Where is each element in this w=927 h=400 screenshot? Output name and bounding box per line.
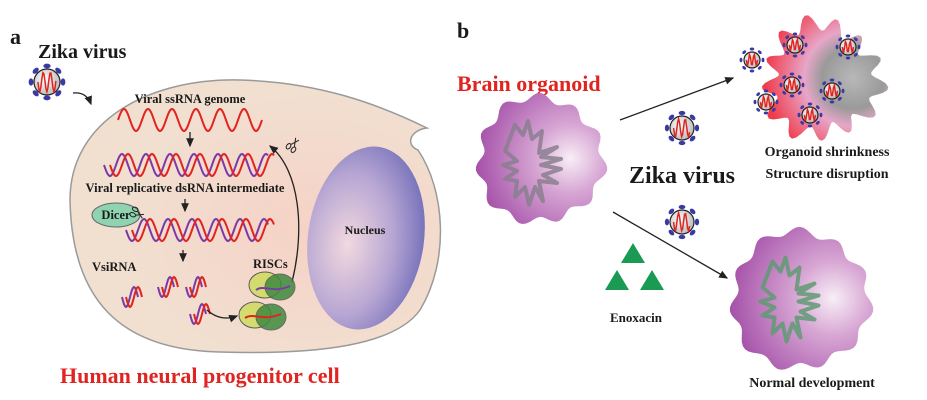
enoxacin-icon [605,243,664,290]
panel-a-virus-label: Zika virus [38,41,127,63]
organoid-folds-treated [758,255,821,344]
panel-b-letter: b [457,18,469,43]
zika-virus-in-organoid-icon [797,102,823,128]
dsrna-strand-purple [103,152,269,178]
zika-virus-in-organoid-icon [739,47,765,73]
treatment-arrow [612,211,729,279]
risc-complex-2 [238,301,287,331]
organoid-folds-initial [501,119,563,207]
zika-virus-in-organoid-icon [782,32,808,58]
outcome-infected-line-2: Structure disruption [765,167,888,182]
vsirna-label: VsiRNA [92,260,136,274]
viruses [28,32,861,240]
ssrna-label: Viral ssRNA genome [135,92,246,106]
vsirna-fragment-purple [121,285,139,309]
zika-virus-treatment-icon [664,204,700,240]
zika-virus-infection-icon [664,110,700,146]
riscs-label: RISCs [253,257,288,271]
drug-label: Enoxacin [610,310,663,325]
diced-strand-red [131,217,275,243]
infection-arrow [619,77,735,121]
risc-cleavage-arrow [268,145,300,283]
dicer-scissors-icon [129,206,144,219]
organoids [475,15,889,370]
cell-label: Human neural progenitor cell [60,363,340,388]
rna-strands [103,107,275,326]
dsrna-label: Viral replicative dsRNA intermediate [86,181,285,195]
diced-strand-purple [125,217,269,243]
nucleus-label: Nucleus [345,223,386,237]
outcome-treated-label: Normal development [749,376,875,391]
vsirna-fragment-red [189,275,207,299]
vsirna-fragment-purple [189,302,207,326]
risc-scissors-icon [285,137,300,153]
ssrna-strand [117,107,263,133]
entry-arrow [72,92,92,106]
vsirna-fragment-purple [185,275,203,299]
zika-virus-in-organoid-icon [835,34,861,60]
panel-a-letter: a [10,24,21,49]
organoid-label: Brain organoid [457,71,601,96]
vsirna-fragment-red [125,285,143,309]
dicer-label: Dicer [101,208,131,222]
brain-organoid-treated [729,226,874,370]
zika-virus-in-organoid-icon [753,89,779,115]
vsirna-fragment-red [193,302,211,326]
dsrna-strand-red [109,152,275,178]
panel-b-virus-label: Zika virus [629,163,735,189]
outcome-infected-line-1: Organoid shrinkness [765,145,890,160]
vsirna-loading-arrow [206,309,239,323]
zika-virus-panel-a-icon [28,63,66,101]
brain-organoid-infected [762,15,889,141]
zika-virus-in-organoid-icon [819,78,845,104]
vsirna-fragment-red [161,275,179,299]
zika-virus-in-organoid-icon [779,72,805,98]
nucleus [307,146,425,330]
risc-complex-1 [248,271,296,301]
vsirna-fragment-purple [157,275,175,299]
